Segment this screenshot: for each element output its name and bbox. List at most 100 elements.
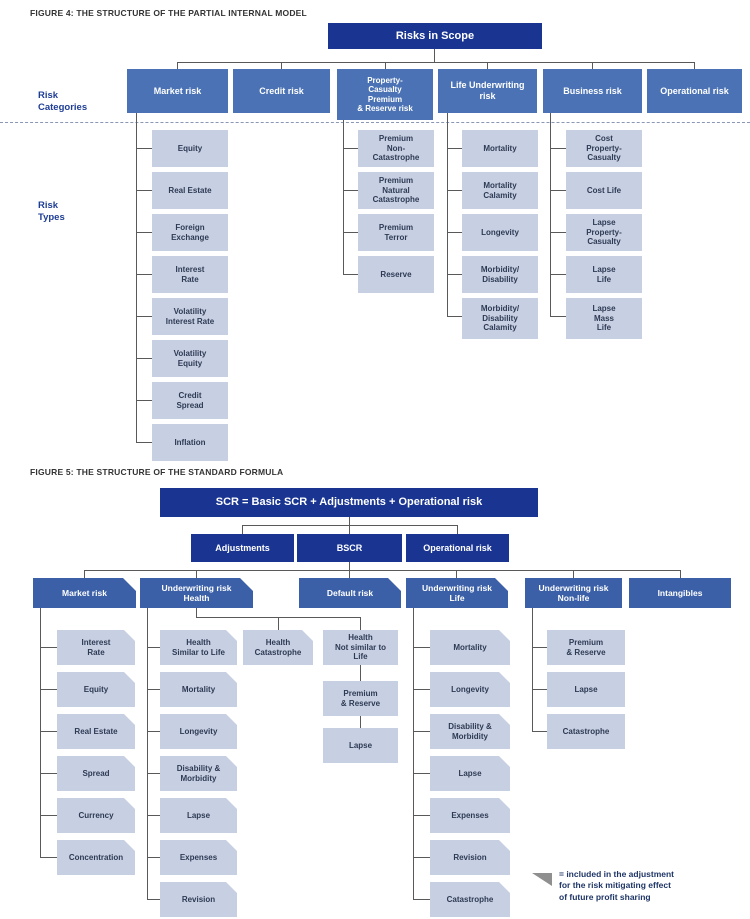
connector-line (694, 62, 695, 69)
connector-line (196, 608, 197, 617)
currency-box: Currency (57, 798, 135, 833)
risk-categories-label: Risk Categories (38, 90, 88, 114)
risk-separator-line (0, 122, 750, 123)
profit-sharing-triangle-icon (226, 672, 237, 683)
connector-line (447, 113, 448, 317)
hnsl-premium-reserve-box: Premium & Reserve (323, 681, 398, 716)
connector-line (136, 190, 152, 191)
connector-line (136, 148, 152, 149)
connector-line (385, 62, 386, 69)
connector-line (343, 120, 344, 275)
interest-rate-box: Interest Rate (152, 256, 228, 293)
real-estate-label: Real Estate (168, 185, 212, 195)
reserve-box: Reserve (358, 256, 434, 293)
connector-line (550, 232, 566, 233)
health-longevity-box: Longevity (160, 714, 237, 749)
profit-sharing-triangle-icon (499, 840, 510, 851)
real-estate-box: Real Estate (152, 172, 228, 209)
life-disability-morbidity-label: Disability & Morbidity (448, 722, 492, 741)
health-lapse-box: Lapse (160, 798, 237, 833)
currency-label: Currency (78, 810, 114, 820)
business-risk-box: Business risk (543, 69, 642, 113)
spread-label: Spread (82, 768, 110, 778)
connector-line (40, 731, 57, 732)
connector-line (147, 647, 160, 648)
connector-line (434, 49, 435, 62)
connector-line (84, 570, 681, 571)
connector-line (532, 689, 547, 690)
premium-natural-catastrophe-label: Premium Natural Catastrophe (372, 176, 420, 205)
connector-line (360, 665, 361, 681)
life-expenses-label: Expenses (451, 810, 489, 820)
cost-life-label: Cost Life (586, 185, 622, 195)
profit-sharing-triangle-icon (499, 882, 510, 893)
scr-formula-box: SCR = Basic SCR + Adjustments + Operatio… (160, 488, 538, 517)
life-revision-box: Revision (430, 840, 510, 875)
nonlife-catastrophe-label: Catastrophe (562, 726, 610, 736)
cost-life-box: Cost Life (566, 172, 642, 209)
figure4-title: FIGURE 4: THE STRUCTURE OF THE PARTIAL I… (30, 8, 307, 18)
profit-sharing-triangle-icon (499, 798, 510, 809)
health-disability-morbidity-label: Disability & Morbidity (176, 764, 221, 783)
premium-non-catastrophe-label: Premium Non- Catastrophe (372, 134, 420, 163)
life-mortality-label: Mortality (453, 642, 487, 652)
credit-risk-box: Credit risk (233, 69, 330, 113)
connector-line (40, 608, 41, 858)
connector-line (177, 62, 695, 63)
connector-line (147, 731, 160, 732)
underwriting-risk-life-label: Underwriting risk Life (422, 582, 492, 603)
connector-line (550, 316, 566, 317)
connector-line (413, 647, 430, 648)
life-underwriting-risk-box: Life Underwriting risk (438, 69, 537, 113)
health-lapse-label: Lapse (186, 810, 211, 820)
reserve-label: Reserve (380, 269, 412, 279)
connector-line (40, 773, 57, 774)
risks-in-scope-label: Risks in Scope (395, 29, 475, 42)
connector-line (349, 562, 350, 570)
foreign-exchange-label: Foreign Exchange (171, 223, 209, 242)
credit-risk-label: Credit risk (259, 85, 304, 96)
connector-line (456, 570, 457, 578)
risks-in-scope-box: Risks in Scope (328, 23, 542, 49)
connector-line (136, 316, 152, 317)
lapse-mass-life-box: Lapse Mass Life (566, 298, 642, 339)
adjustments-label: Adjustments (215, 542, 270, 553)
connector-line (147, 689, 160, 690)
connector-line (278, 617, 279, 630)
interest-rate-sf-label: Interest Rate (81, 638, 111, 657)
property-casualty-premium-reserve-risk-label: Property- Casualty Premium & Reserve ris… (357, 75, 413, 113)
connector-line (136, 113, 137, 443)
volatility-interest-rate-label: Volatility Interest Rate (165, 307, 215, 326)
profit-sharing-triangle-icon (124, 672, 135, 683)
operational-risk-sf-box: Operational risk (406, 534, 509, 562)
connector-line (413, 815, 430, 816)
health-mortality-label: Mortality (181, 684, 216, 694)
connector-line (532, 608, 533, 732)
connector-line (40, 815, 57, 816)
mortality-label: Mortality (483, 143, 517, 153)
health-expenses-box: Expenses (160, 840, 237, 875)
mortality-calamity-box: Mortality Calamity (462, 172, 538, 209)
health-expenses-label: Expenses (179, 852, 218, 862)
profit-sharing-triangle-icon (226, 882, 237, 893)
health-similar-to-life-box: Health Similar to Life (160, 630, 237, 665)
connector-line (242, 525, 458, 526)
life-mortality-box: Mortality (430, 630, 510, 665)
credit-spread-label: Credit Spread (176, 391, 204, 410)
profit-sharing-triangle-icon (495, 578, 508, 591)
connector-line (532, 731, 547, 732)
connector-line (550, 274, 566, 275)
connector-line (147, 899, 160, 900)
life-longevity-label: Longevity (451, 684, 489, 694)
profit-sharing-triangle-icon (302, 630, 313, 641)
lapse-property-casualty-box: Lapse Property- Casualty (566, 214, 642, 251)
health-not-similar-to-life-box: Health Not similar to Life (323, 630, 398, 665)
volatility-equity-label: Volatility Equity (173, 349, 207, 368)
morbidity-disability-calamity-box: Morbidity/ Disability Calamity (462, 298, 538, 339)
profit-sharing-triangle-icon (226, 630, 237, 641)
intangibles-label: Intangibles (657, 587, 703, 598)
connector-line (136, 442, 152, 443)
profit-sharing-triangle-icon (499, 714, 510, 725)
profit-sharing-triangle-icon (499, 630, 510, 641)
health-longevity-label: Longevity (179, 726, 218, 736)
